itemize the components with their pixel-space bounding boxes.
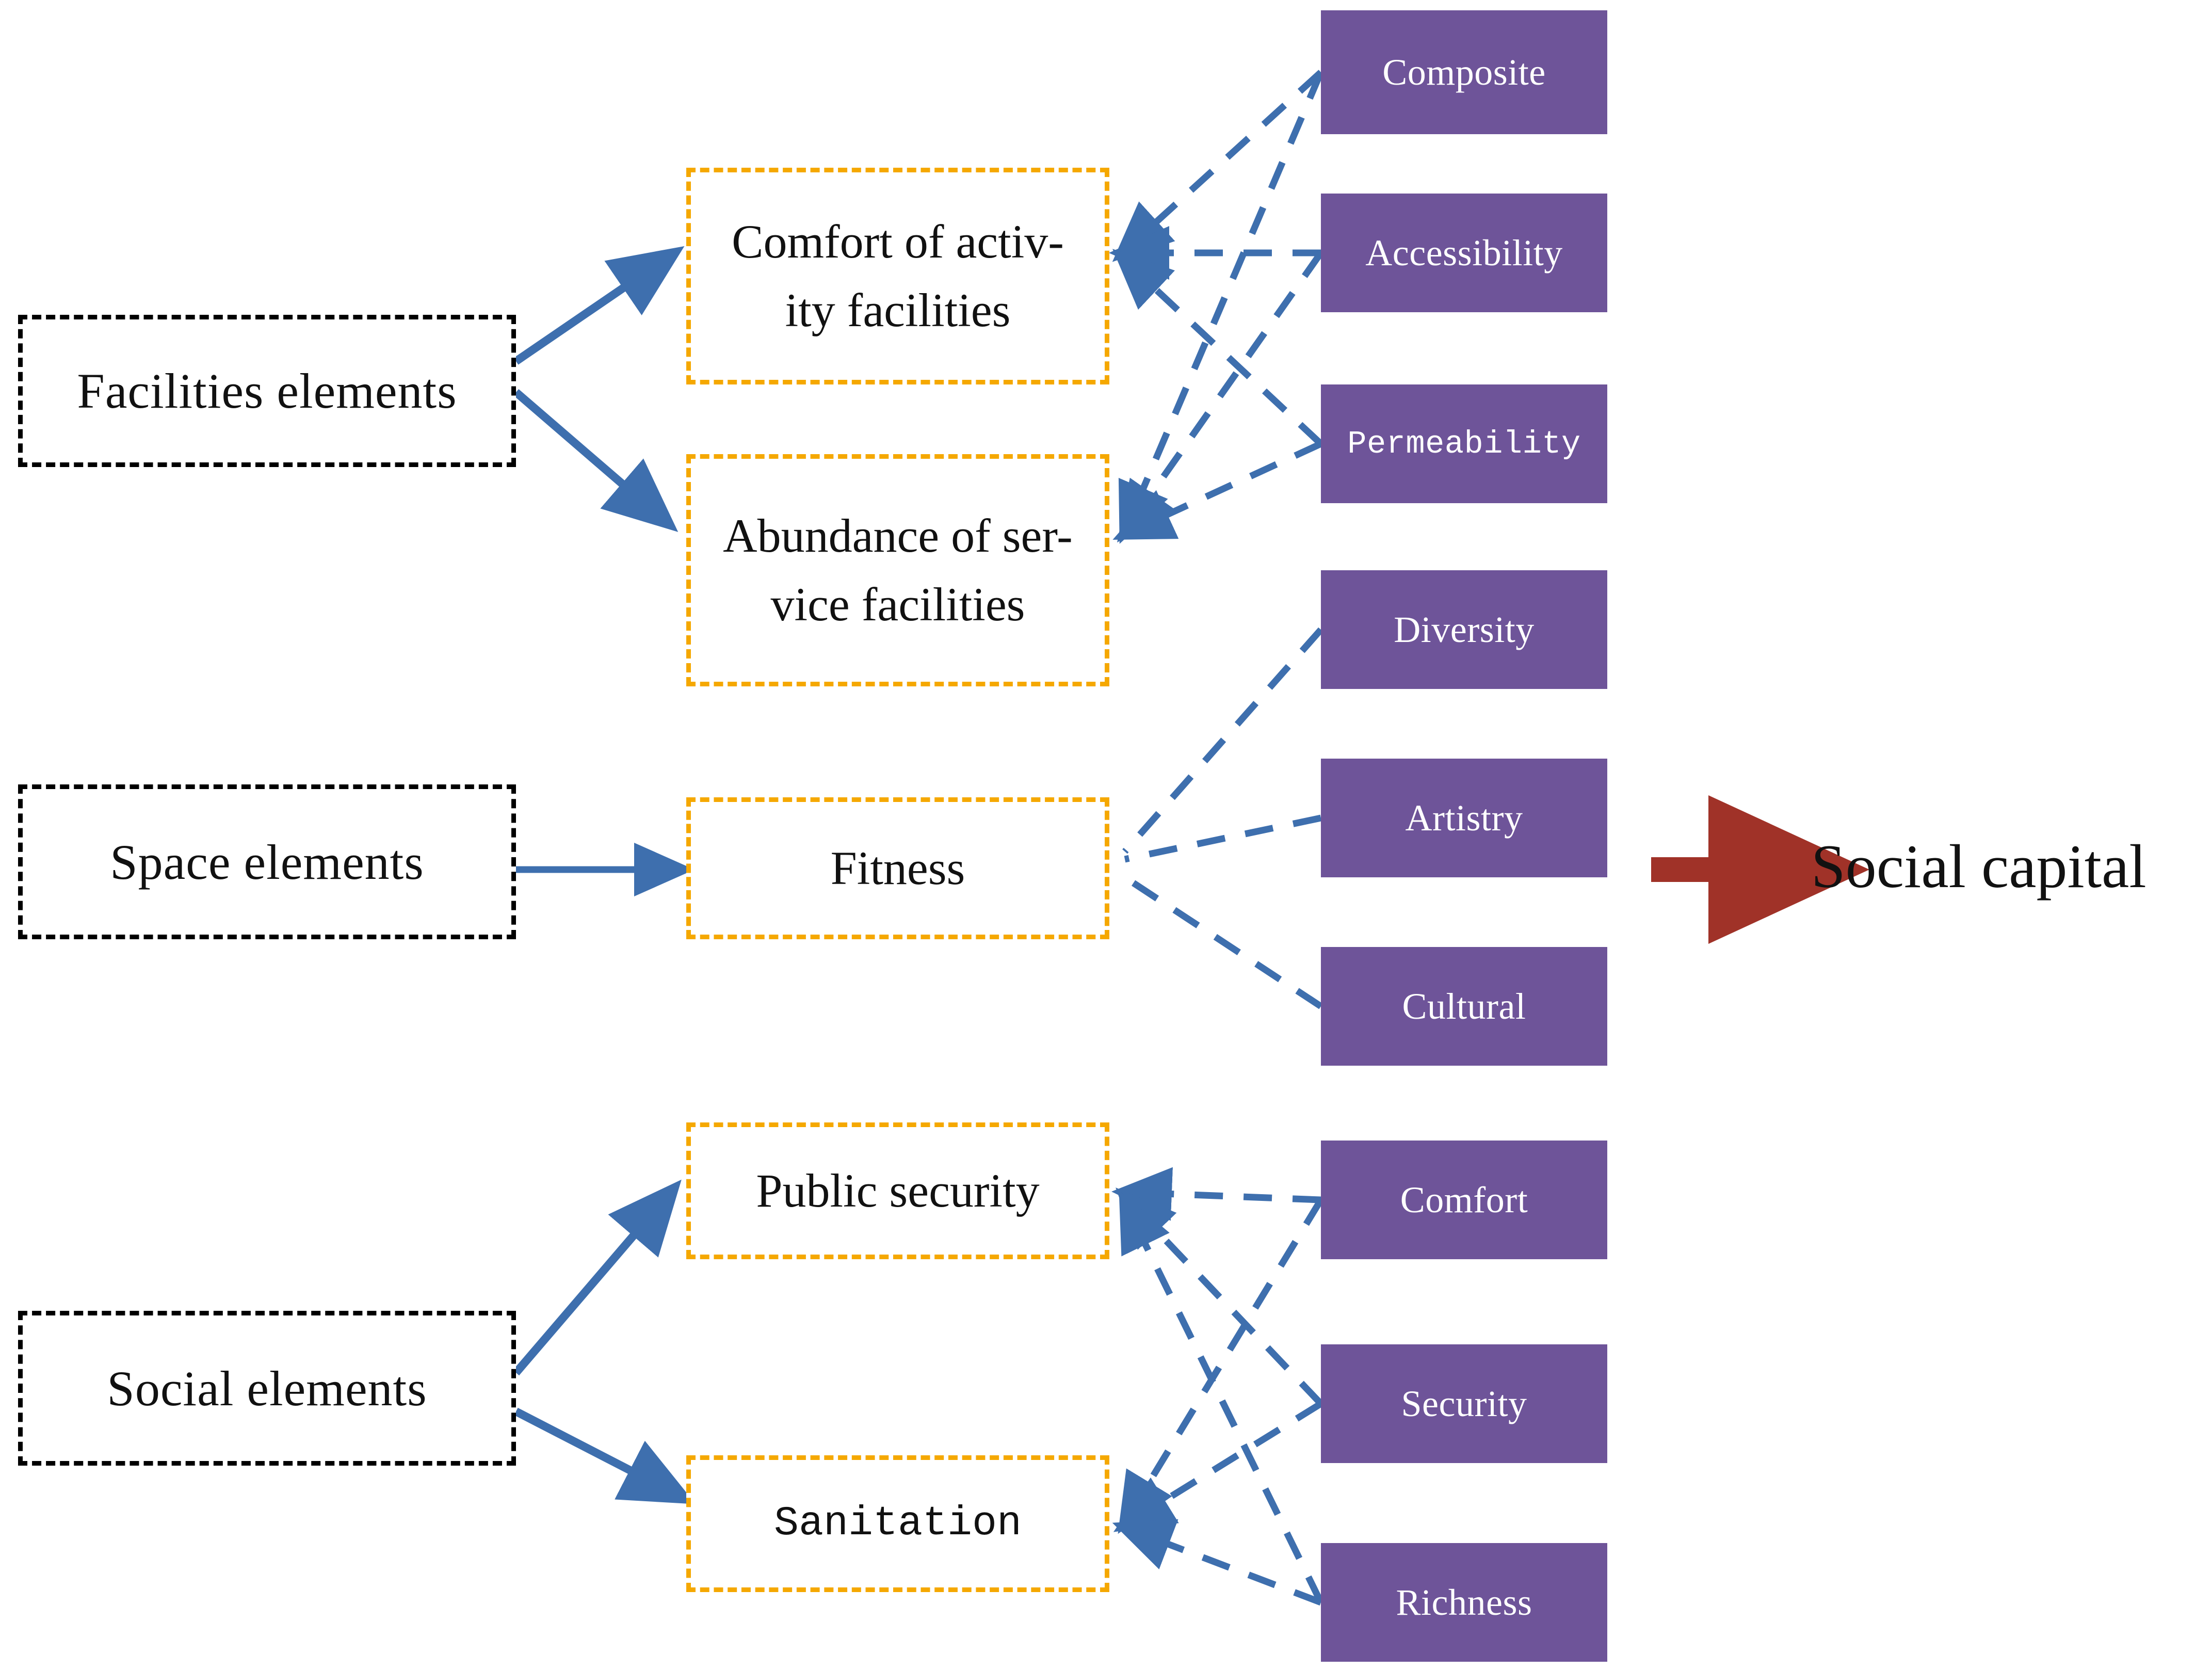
connector-composite-to-abundance [1118, 71, 1324, 544]
indicator-box-diversity[interactable]: Diversity [1321, 570, 1607, 689]
dimension-label-fitness: Fitness [830, 841, 965, 894]
dimension-label-comfort-activity-line1: Comfort of activ- [732, 215, 1064, 268]
dimension-label-abundance-service-line2: vice facilities [770, 578, 1025, 631]
dimension-box-abundance-service[interactable]: Abundance of ser- vice facilities [686, 454, 1109, 686]
source-box-social[interactable]: Social elements [18, 1311, 516, 1466]
dimension-box-comfort-activity[interactable]: Comfort of activ- ity facilities [686, 168, 1109, 384]
indicator-box-composite[interactable]: Composite [1321, 10, 1607, 134]
dimension-label-comfort-activity-line2: ity facilities [785, 284, 1011, 336]
connector-artistry-to-fitness [1124, 814, 1322, 863]
indicator-label-comfort: Comfort [1400, 1179, 1528, 1221]
connector-facilities-to-abundance [513, 389, 679, 532]
indicator-box-cultural[interactable]: Cultural [1321, 947, 1607, 1066]
dimension-label-public-security: Public security [756, 1164, 1040, 1217]
connector-diversity-to-fitness [1122, 627, 1323, 854]
connector-facilities-to-comfort [513, 246, 685, 365]
indicator-label-diversity: Diversity [1394, 608, 1535, 650]
connector-security-to-public-security [1116, 1187, 1323, 1406]
dimension-label-abundance-service-line1: Abundance of ser- [723, 509, 1073, 562]
indicator-box-richness[interactable]: Richness [1321, 1543, 1607, 1662]
connector-permeability-to-abundance [1112, 441, 1322, 540]
dimension-box-public-security[interactable]: Public security [686, 1122, 1109, 1259]
connector-richness-to-sanitation [1112, 1519, 1322, 1606]
source-box-space[interactable]: Space elements [18, 784, 516, 939]
connector-social-to-public-security [512, 1179, 682, 1376]
dimension-box-fitness[interactable]: Fitness [686, 797, 1109, 939]
source-label-social: Social elements [107, 1360, 427, 1416]
connector-security-to-sanitation [1113, 1401, 1323, 1532]
connector-permeability-to-comfort [1112, 249, 1323, 446]
indicator-box-permeability[interactable]: Permeability [1321, 384, 1607, 503]
connector-cultural-to-fitness [1123, 874, 1323, 1009]
indicator-label-richness: Richness [1396, 1581, 1532, 1623]
indicator-label-cultural: Cultural [1402, 985, 1526, 1027]
indicator-box-artistry[interactable]: Artistry [1321, 759, 1607, 877]
outcome-label-social-capital: Social capital [1811, 832, 2146, 901]
connector-comfort-to-public-security [1111, 1167, 1321, 1221]
dimension-label-sanitation: Sanitation [773, 1500, 1022, 1547]
source-label-space: Space elements [110, 834, 424, 890]
source-box-facilities[interactable]: Facilities elements [18, 315, 516, 467]
dimension-box-sanitation[interactable]: Sanitation [686, 1455, 1109, 1592]
connector-social-to-sanitation [514, 1407, 696, 1504]
connector-comfort-to-sanitation [1118, 1198, 1324, 1534]
connector-richness-to-public-security [1119, 1190, 1324, 1604]
indicator-label-composite: Composite [1382, 51, 1546, 93]
indicator-label-artistry: Artistry [1405, 797, 1523, 839]
indicator-box-comfort[interactable]: Comfort [1321, 1141, 1607, 1259]
indicator-box-security[interactable]: Security [1321, 1344, 1607, 1463]
indicator-label-accessibility: Accessibility [1365, 232, 1563, 274]
indicator-label-security: Security [1401, 1383, 1527, 1424]
indicator-label-permeability: Permeability [1347, 425, 1581, 462]
source-label-facilities: Facilities elements [77, 363, 457, 419]
indicator-box-accessibility[interactable]: Accessibility [1321, 194, 1607, 312]
connector-composite-to-comfort [1112, 70, 1323, 262]
connector-accessibility-to-abundance [1117, 251, 1324, 543]
